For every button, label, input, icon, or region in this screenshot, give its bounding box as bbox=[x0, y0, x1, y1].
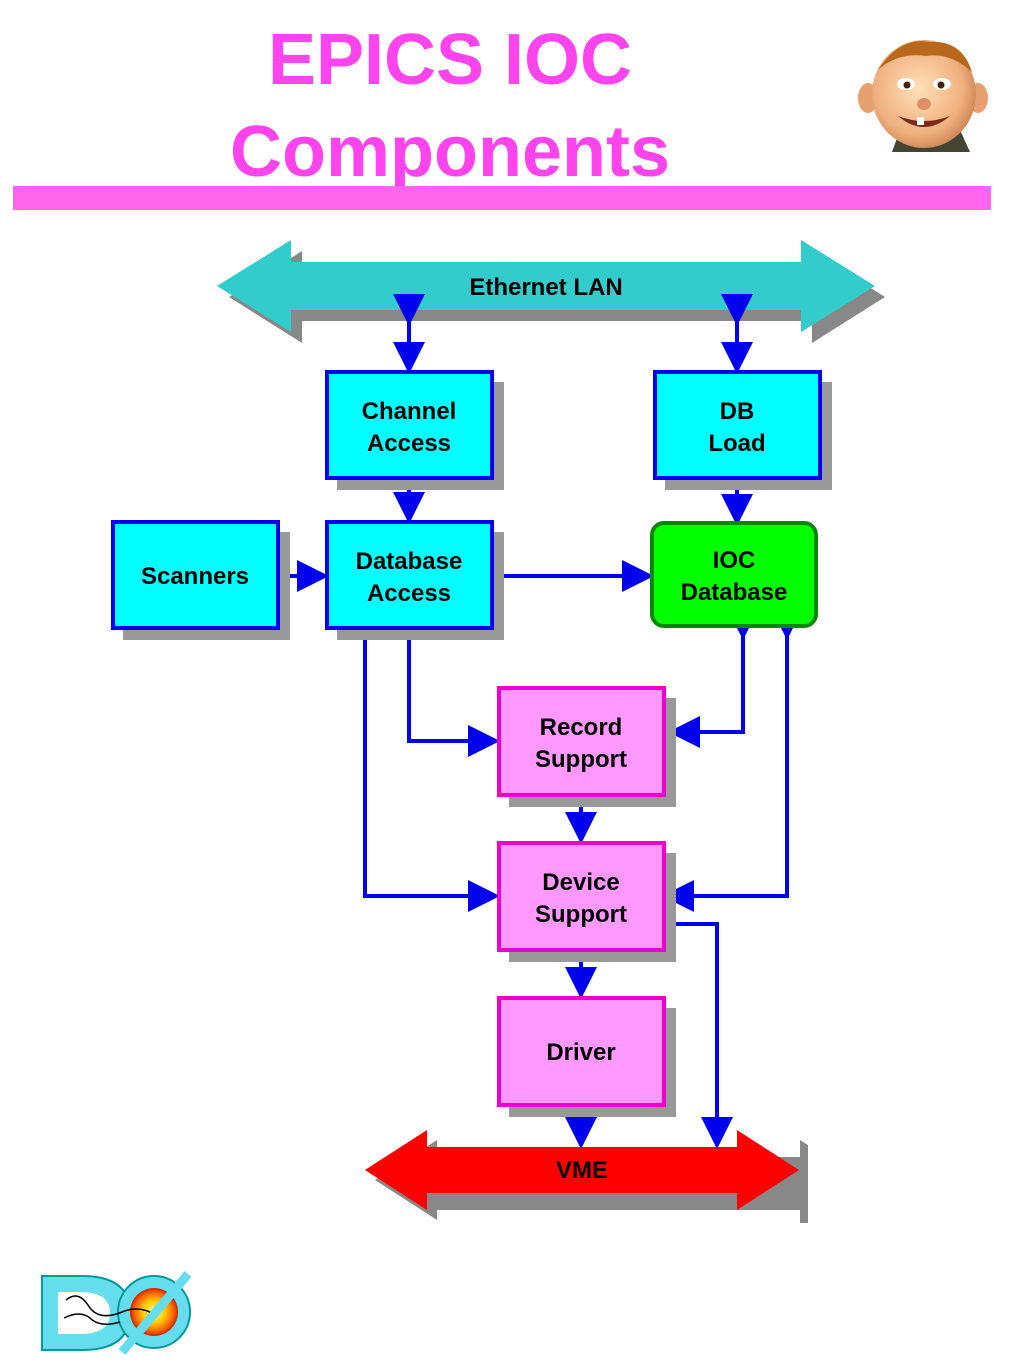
connector-database-access-device-support bbox=[349, 612, 500, 912]
device-support-label-line-1: Device bbox=[542, 869, 619, 896]
database-access-label-line-1: Database bbox=[356, 548, 463, 575]
driver-box: Driver bbox=[497, 996, 676, 1117]
device-support-box: Device Support bbox=[497, 841, 676, 962]
ioc-database-label-line-2: Database bbox=[681, 579, 788, 606]
connector-database-access-record-support bbox=[393, 612, 500, 757]
d-zero-logo-icon bbox=[41, 1271, 192, 1355]
vme-label: VME bbox=[556, 1157, 608, 1184]
cartoon-face-icon bbox=[858, 40, 988, 152]
database-access-box: Database Access bbox=[325, 520, 504, 640]
record-support-label-line-2: Support bbox=[535, 746, 627, 773]
record-support-box: Record Support bbox=[497, 686, 676, 807]
db-load-box: DB Load bbox=[653, 370, 832, 490]
vme-bus: VME bbox=[365, 1130, 808, 1223]
title-underline-bar bbox=[13, 186, 991, 210]
connector-ioc-database-device-support bbox=[662, 608, 803, 912]
device-support-label-line-2: Support bbox=[535, 901, 627, 928]
driver-label: Driver bbox=[546, 1039, 615, 1066]
connector-ioc-database-record-support bbox=[668, 608, 759, 748]
connectors bbox=[261, 294, 803, 1149]
scanners-label: Scanners bbox=[141, 563, 249, 590]
ioc-database-label-line-1: IOC bbox=[713, 547, 756, 574]
channel-access-label-line-1: Channel bbox=[362, 398, 457, 425]
title-line-2: Components bbox=[230, 112, 670, 192]
page-title: EPICS IOC Components bbox=[150, 14, 750, 198]
db-load-label-line-2: Load bbox=[708, 430, 765, 457]
ethernet-lan-label: Ethernet LAN bbox=[469, 274, 622, 301]
channel-access-label-line-2: Access bbox=[367, 430, 451, 457]
connector-device-support-vme bbox=[646, 908, 733, 1149]
ethernet-lan-bus: Ethernet LAN bbox=[217, 240, 885, 343]
db-load-label-line-1: DB bbox=[720, 398, 755, 425]
scanners-box: Scanners bbox=[111, 520, 290, 640]
record-support-label-line-1: Record bbox=[540, 714, 623, 741]
title-line-1: EPICS IOC bbox=[267, 20, 633, 100]
database-access-label-line-2: Access bbox=[367, 580, 451, 607]
channel-access-box: Channel Access bbox=[325, 370, 504, 490]
ioc-database-box: IOC Database bbox=[650, 521, 818, 628]
